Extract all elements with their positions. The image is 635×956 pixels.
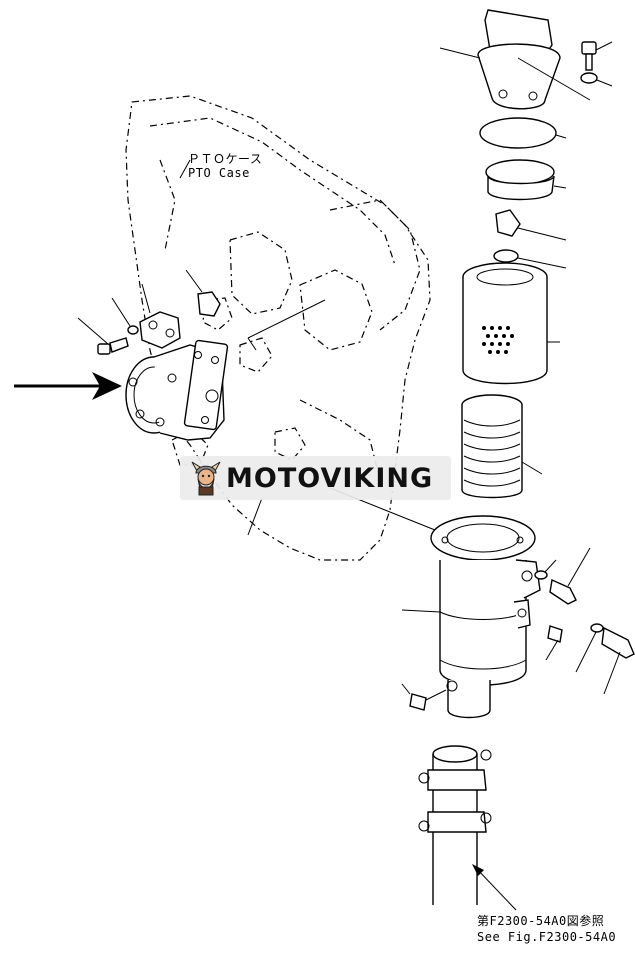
pump-assembly xyxy=(125,311,229,441)
filter-cap xyxy=(439,9,561,110)
spring-seat xyxy=(485,159,567,201)
pointer-arrow-icon xyxy=(14,372,122,400)
bolt-left xyxy=(77,317,129,355)
gasket-left xyxy=(185,269,221,317)
pto-case-outline xyxy=(125,95,431,561)
brand-watermark: MOTOVIKING xyxy=(180,456,451,500)
pto-case-label-en: PTO Case xyxy=(188,166,250,180)
housing-bolt-upper xyxy=(534,547,591,605)
cap-washer xyxy=(580,72,613,87)
cap-bolt xyxy=(581,41,613,71)
housing-plug xyxy=(545,625,563,661)
reference-label-en: See Fig.F2300-54A0 xyxy=(477,930,617,944)
washer-left xyxy=(111,297,139,335)
housing-bolt-lower xyxy=(575,623,635,695)
o-ring xyxy=(479,117,567,149)
filter-element xyxy=(462,262,560,385)
reference-arrow-icon xyxy=(472,864,517,911)
drain-plug xyxy=(401,683,447,711)
reference-label-jp: 第F2300-54A0図参照 xyxy=(477,914,605,928)
relief-valve xyxy=(495,209,567,241)
filter-spring xyxy=(461,394,543,499)
pto-case-label-jp: ＰＴＯケース xyxy=(188,152,263,166)
cap-center-leader xyxy=(517,57,591,101)
valve-ring xyxy=(493,249,567,269)
brand-name: MOTOVIKING xyxy=(226,463,434,494)
viking-mascot-icon xyxy=(191,461,221,496)
gasket-leader xyxy=(141,283,151,314)
pto-gasket-leader xyxy=(247,299,326,339)
hose-with-clamps xyxy=(418,745,492,905)
filter-housing xyxy=(401,515,541,719)
pto-case-leader xyxy=(179,159,191,179)
pto-case-lower-leader xyxy=(247,497,263,536)
